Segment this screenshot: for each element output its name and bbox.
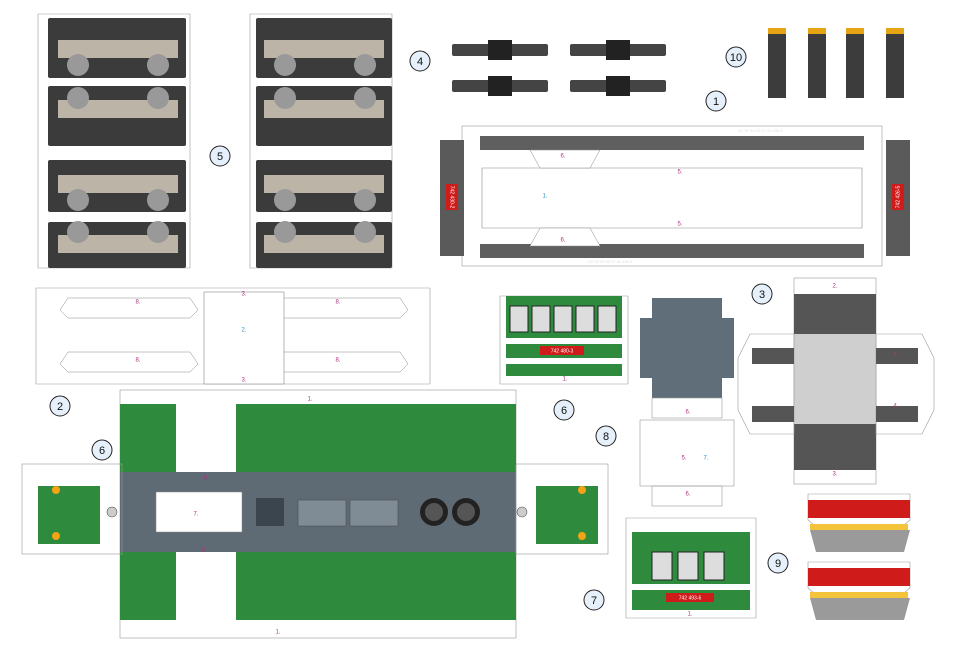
part-5-long-hood: 1. 1. 7. 9. 6. [21,389,609,639]
bogie-card [37,13,191,269]
callout-number: 3 [759,289,765,301]
label-two: 2. [832,284,837,290]
part-6-cab-bottom: 742 493-6 1. [625,517,757,619]
label-six: 6. [560,154,565,160]
frame-small-text-bottom: CD 92 54 50 27 42 435-8 [588,259,634,264]
end-plate-number-right: 742 426-5 [895,186,901,209]
label-seven: 7. [703,456,708,462]
callout: 6 [553,399,575,421]
callout-number: 6 [99,445,105,457]
label-three: 3. [241,292,246,298]
part-7-cab-box: 6. 5. 7. 6. [639,298,735,507]
callout-number: 2 [57,401,63,413]
part-2-base: 8. 8. 8. 8. 2. 3. 3. [35,287,431,385]
callout: 7 [583,589,605,611]
label-one: 1. [562,377,567,383]
label-one: 1. [275,630,280,636]
frame-small-text-top: CD 92 54 50 27 42 435-8 [738,128,784,133]
end-plate-number-left: 742 430-2 [449,186,455,209]
label-one: 1. [307,397,312,403]
label-eight: 8. [135,358,140,364]
label-eight: 8. [335,300,340,306]
label-five: 5. [677,170,682,176]
label-six: 6. [201,548,206,554]
label-one: 1. [542,194,547,200]
part-4-bogies [37,13,393,269]
callout: 10 [725,46,747,68]
callout: 5 [209,145,231,167]
label-six: 6. [685,410,690,416]
callout-number: 4 [417,56,423,68]
callout-number: 8 [603,431,609,443]
label-six: 6. [685,492,690,498]
part-1-frame: 742 430-2 742 426-5 CD 92 54 50 27 42 43… [440,125,910,267]
callout: 4 [409,50,431,72]
part-3-cab-floor: 2. 4. 4. 3. [737,277,935,485]
loco-number-cab1: 742 480-3 [551,348,574,354]
label-eight: 8. [335,358,340,364]
headlight-icon [52,532,60,540]
callout: 3 [751,283,773,305]
callout-number: 9 [775,558,781,570]
label-one: 1. [687,612,692,618]
callout-number: 7 [591,595,597,607]
callout: 1 [705,90,727,112]
label-three: 3. [832,472,837,478]
loco-number-cab2: 742 493-6 [679,595,702,601]
label-four: 4. [893,404,898,410]
label-seven: 7. [193,512,198,518]
label-nine: 9. [203,476,208,482]
label-two: 2. [241,328,246,334]
label-eight: 8. [135,300,140,306]
label-four: 4. [893,352,898,358]
label-six: 6. [560,238,565,244]
callout: 2 [49,395,71,417]
callout-number: 6 [561,405,567,417]
part-9-steps [768,28,904,98]
headlight-icon [52,486,60,494]
callout-number: 5 [217,151,223,163]
part-6-cab-top: 742 480-3 1. [499,295,629,385]
headlight-icon [578,532,586,540]
bogie-card [249,13,393,269]
part-8-buffer-beams [807,493,911,620]
headlight-icon [578,486,586,494]
label-three: 3. [241,378,246,384]
callout: 6 [91,439,113,461]
part-10-couplers [452,40,666,96]
callout: 9 [767,552,789,574]
label-five: 5. [677,222,682,228]
callout: 8 [595,425,617,447]
label-five: 5. [681,456,686,462]
callout-number: 1 [713,96,719,108]
callout-number: 10 [730,52,742,64]
